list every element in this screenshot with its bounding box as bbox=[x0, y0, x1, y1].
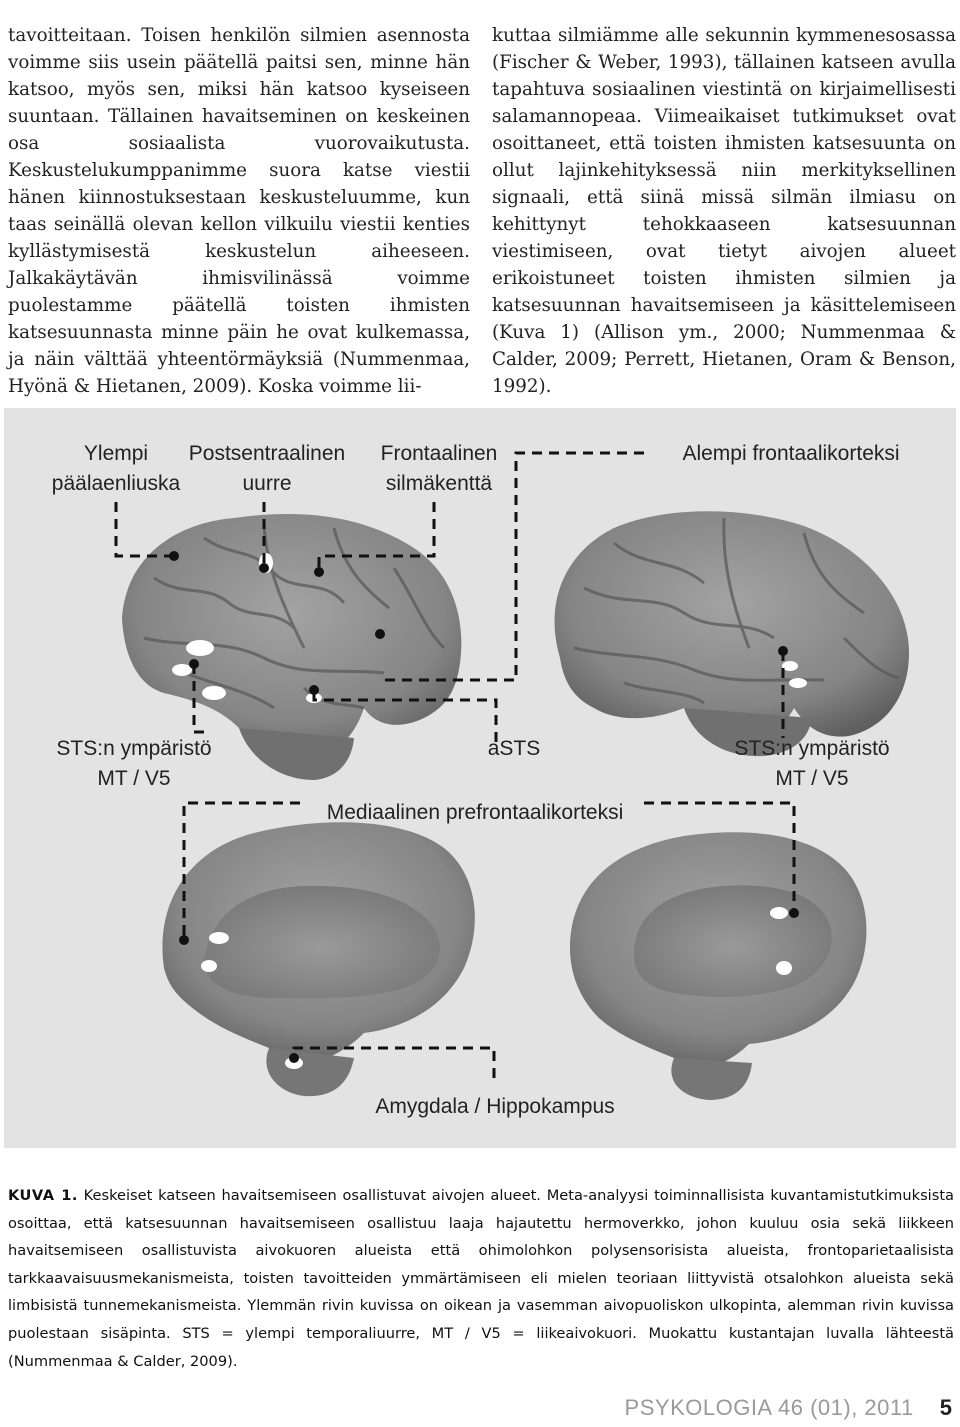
label-postcentral-sulcus: Postsentraalinen uurre bbox=[188, 442, 346, 495]
right-medial-brain bbox=[570, 832, 867, 1100]
body-paragraph: tavoitteitaan. Toisen henkilön silmien a… bbox=[8, 25, 470, 397]
brain-figure: Ylempi päälaenliuska Postsentraalinen uu… bbox=[4, 408, 956, 1148]
medial-surface bbox=[204, 885, 440, 999]
right-text-column: kuttaa silmiämme alle sekunnin kymmeneso… bbox=[492, 22, 956, 400]
cerebellum bbox=[684, 708, 812, 757]
brainstem bbox=[266, 1048, 354, 1097]
page-number: 5 bbox=[939, 1395, 952, 1420]
page-footer: PSYKOLOGIA 46 (01), 2011 5 bbox=[625, 1395, 952, 1421]
label-medial-prefrontal: Mediaalinen prefrontaalikorteksi bbox=[326, 801, 624, 824]
cortex-surface bbox=[122, 513, 462, 759]
cerebellum bbox=[239, 728, 354, 780]
label-amygdala-hippocampus: Amygdala / Hippokampus bbox=[375, 1095, 615, 1118]
brain-illustration bbox=[114, 451, 909, 1100]
journal-name: PSYKOLOGIA 46 (01), 2011 bbox=[624, 1395, 914, 1420]
label-inferior-frontal-cortex: Alempi frontaalikorteksi bbox=[682, 442, 900, 465]
sulci bbox=[573, 517, 900, 705]
caption-text: Keskeiset katseen havaitsemiseen osallis… bbox=[8, 1187, 955, 1370]
activation-spots bbox=[770, 907, 792, 975]
left-medial-brain bbox=[162, 822, 475, 1097]
label-frontal-eye-field: Frontaalinen silmäkenttä bbox=[380, 442, 498, 495]
label-sts-right: STS:n ympäristö MT / V5 bbox=[734, 737, 890, 790]
caption-label: KUVA 1. bbox=[8, 1187, 78, 1204]
brainstem bbox=[671, 1058, 752, 1100]
left-text-column: tavoitteitaan. Toisen henkilön silmien a… bbox=[8, 22, 470, 400]
activation-spots bbox=[782, 661, 807, 688]
right-lateral-brain bbox=[554, 511, 909, 757]
label-asts: aSTS bbox=[487, 737, 541, 760]
label-upper-parietal: Ylempi päälaenliuska bbox=[51, 442, 181, 495]
body-paragraph: kuttaa silmiämme alle sekunnin kymmeneso… bbox=[492, 25, 956, 397]
figure-caption: KUVA 1. Keskeiset katseen havaitsemiseen… bbox=[8, 1182, 954, 1375]
connector-endpoints bbox=[169, 551, 799, 1063]
label-sts-left: STS:n ympäristö MT / V5 bbox=[56, 737, 212, 790]
